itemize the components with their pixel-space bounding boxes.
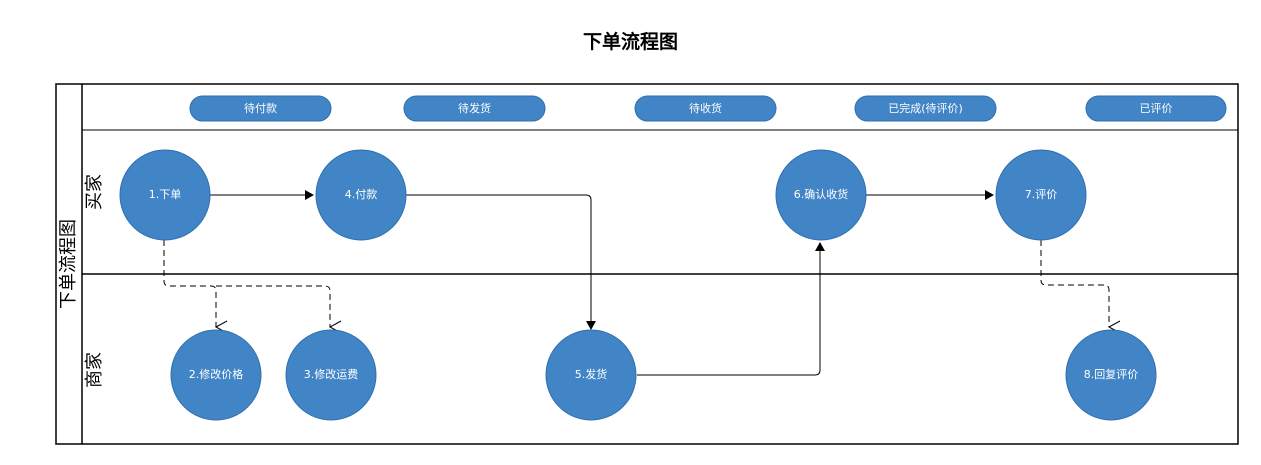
lane-label-buyer: 买家	[84, 174, 105, 210]
node-place-order: 1.下单	[119, 149, 211, 241]
edge-pay-to-ship	[406, 194, 596, 330]
svg-text:待发货: 待发货	[458, 101, 491, 115]
edge-ship-to-confirm	[637, 242, 825, 376]
svg-text:8.回复评价: 8.回复评价	[1084, 367, 1139, 381]
pool-label: 下单流程图	[58, 219, 79, 309]
edge-order-to-change-shipping	[216, 285, 342, 334]
edge-order-to-change-price	[163, 240, 228, 334]
svg-text:已评价: 已评价	[1140, 102, 1173, 115]
svg-text:5.发货: 5.发货	[575, 367, 608, 381]
node-pay: 4.付款	[315, 149, 407, 241]
node-reply-review: 8.回复评价	[1065, 329, 1157, 421]
svg-text:待收货: 待收货	[689, 101, 722, 115]
svg-text:4.付款: 4.付款	[345, 187, 378, 201]
status-pill-pending-payment: 待付款	[189, 95, 332, 122]
svg-text:2.修改价格: 2.修改价格	[189, 367, 244, 381]
status-pill-completed: 已完成(待评价)	[854, 95, 997, 122]
status-pill-reviewed: 已评价	[1085, 95, 1227, 122]
node-confirm-receipt: 6.确认收货	[775, 149, 867, 241]
svg-text:待付款: 待付款	[244, 101, 277, 115]
lane-label-merchant: 商家	[84, 352, 105, 388]
node-ship: 5.发货	[545, 329, 637, 421]
svg-text:3.修改运费: 3.修改运费	[304, 367, 359, 381]
svg-text:1.下单: 1.下单	[149, 188, 182, 201]
pool-frame	[55, 83, 1239, 445]
status-pill-pending-shipment: 待发货	[403, 95, 546, 122]
svg-text:7.评价: 7.评价	[1025, 188, 1058, 201]
diagram-title: 下单流程图	[582, 31, 678, 53]
node-review: 7.评价	[995, 149, 1087, 241]
svg-text:已完成(待评价): 已完成(待评价)	[888, 101, 963, 115]
node-change-shipping: 3.修改运费	[285, 329, 377, 421]
edge-review-to-reply	[1040, 240, 1121, 334]
status-pill-pending-receipt: 待收货	[634, 95, 777, 122]
svg-text:6.确认收货: 6.确认收货	[794, 187, 849, 201]
node-change-price: 2.修改价格	[170, 329, 262, 421]
